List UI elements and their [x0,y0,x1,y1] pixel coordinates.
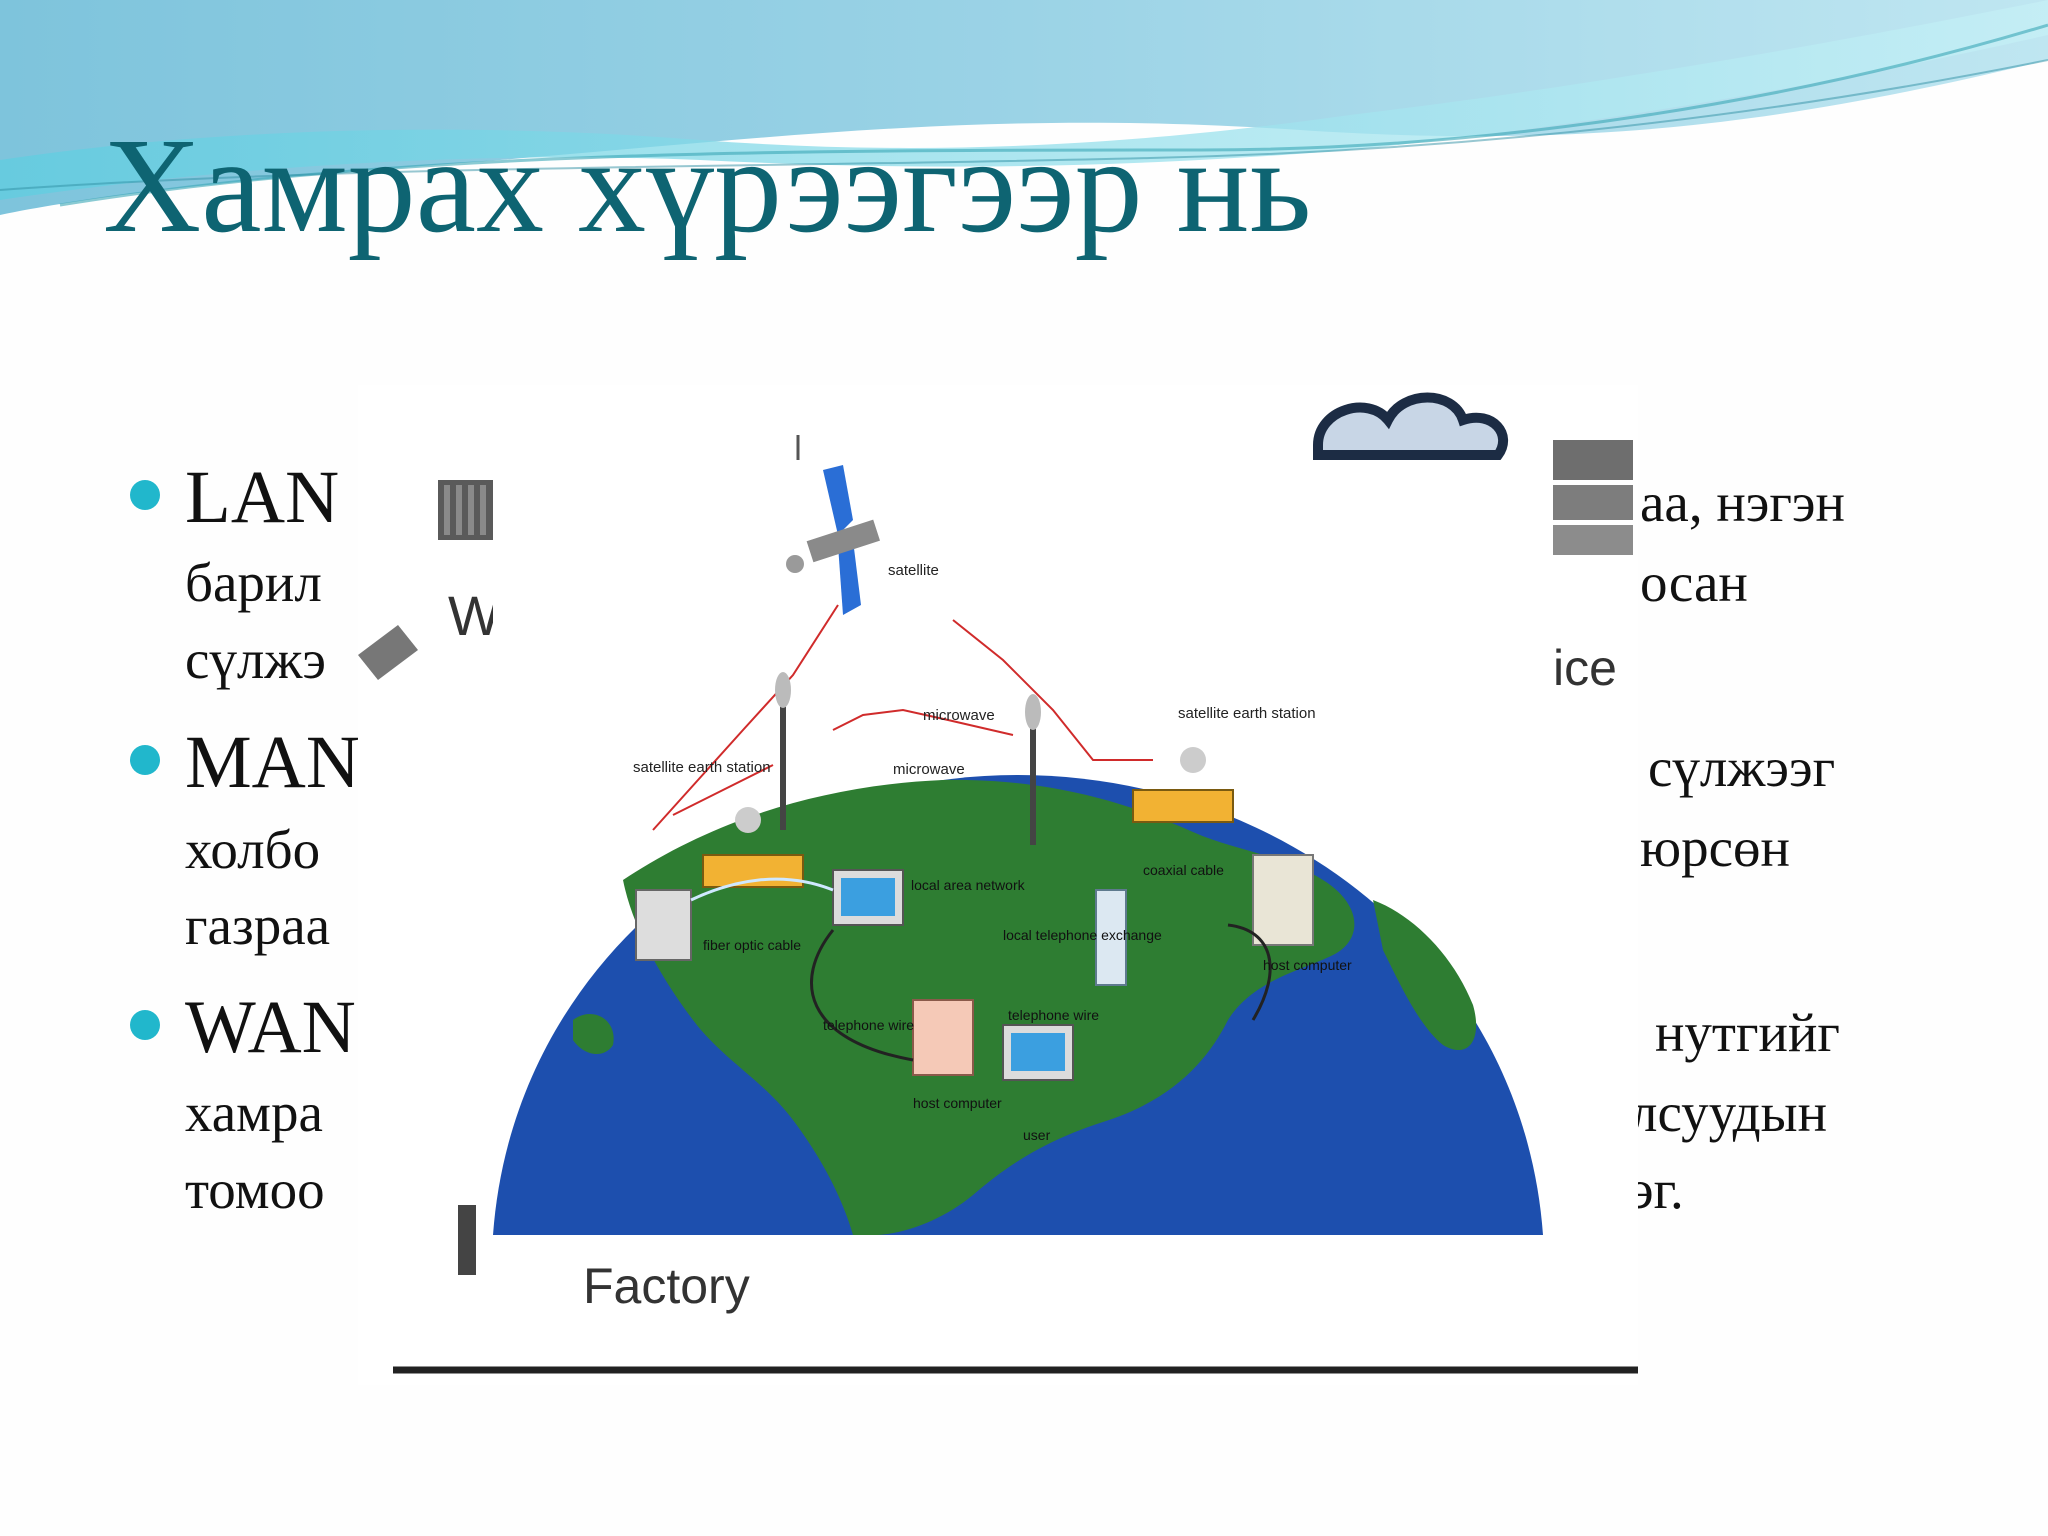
lan-label: local area network [911,877,1026,893]
building-icon [635,889,1127,986]
bullet-text-line: аа, нэгэн [1640,472,1845,533]
bullet-text-line: осан [1640,552,1748,613]
bullet-text-line: юрсөн [1640,817,1790,878]
bullet-text-line: лсуудын [1630,1082,1828,1143]
global-network-diagram: satellite microwave microwave satellite … [493,460,1543,1240]
satellite-icon [786,465,880,615]
bullet-keyword-man: MAN [185,721,361,804]
header-waves [0,0,2048,215]
satellite-label: satellite [888,562,939,579]
globe-land-island [573,1014,614,1055]
tel-exchange-label: local telephone exchange [1003,927,1162,943]
globe-land-east [1373,900,1477,1051]
tower-icon [775,672,1041,845]
tel-wire-label: telephone wire [1008,1007,1099,1023]
device-icon [358,625,418,680]
ice-label: ice [1553,640,1617,696]
microwave-label: microwave [923,707,995,724]
bullet-text-line: холбо [185,819,321,880]
microwave-label: microwave [893,761,965,778]
bullet-keyword-wan: WAN [185,986,356,1069]
user-label: user [1023,1127,1051,1143]
bullet-dot [130,480,160,510]
bullet-text-line: барил [185,552,322,613]
earth-station-label: satellite earth station [1178,705,1316,722]
bullet-text-line: газраа [185,895,331,956]
bullet-text-line: хамра [185,1082,323,1143]
bullet-dot [130,745,160,775]
host-label: host computer [913,1095,1002,1111]
factory-label: Factory [583,1258,750,1314]
building-icon [438,480,493,540]
bullet-keyword-lan: LAN [185,456,340,539]
building-icon [1553,440,1633,555]
fiber-label: fiber optic cable [703,937,801,953]
w-label: W [448,584,501,647]
coaxial-label: coaxial cable [1143,862,1224,878]
tel-wire-label: telephone wire [823,1017,914,1033]
globe-land [623,779,1355,1235]
earth-station-label: satellite earth station [633,759,771,776]
host-label: host computer [1263,957,1352,973]
bullet-text-line: нутгийг [1655,1002,1840,1063]
bullet-text-line: сүлжээг [1648,737,1836,798]
cloud-icon [1313,392,1508,460]
bullet-text-line: томоо [185,1159,325,1220]
computer-icon [832,854,1314,1081]
bullet-dot [130,1010,160,1040]
bullet-text-line: сүлжэ [185,629,326,690]
bullet-text-line: эг. [1630,1159,1684,1220]
device-icon [458,1205,476,1275]
slide-title: Хамрах хүрээгээр нь [103,111,1312,261]
